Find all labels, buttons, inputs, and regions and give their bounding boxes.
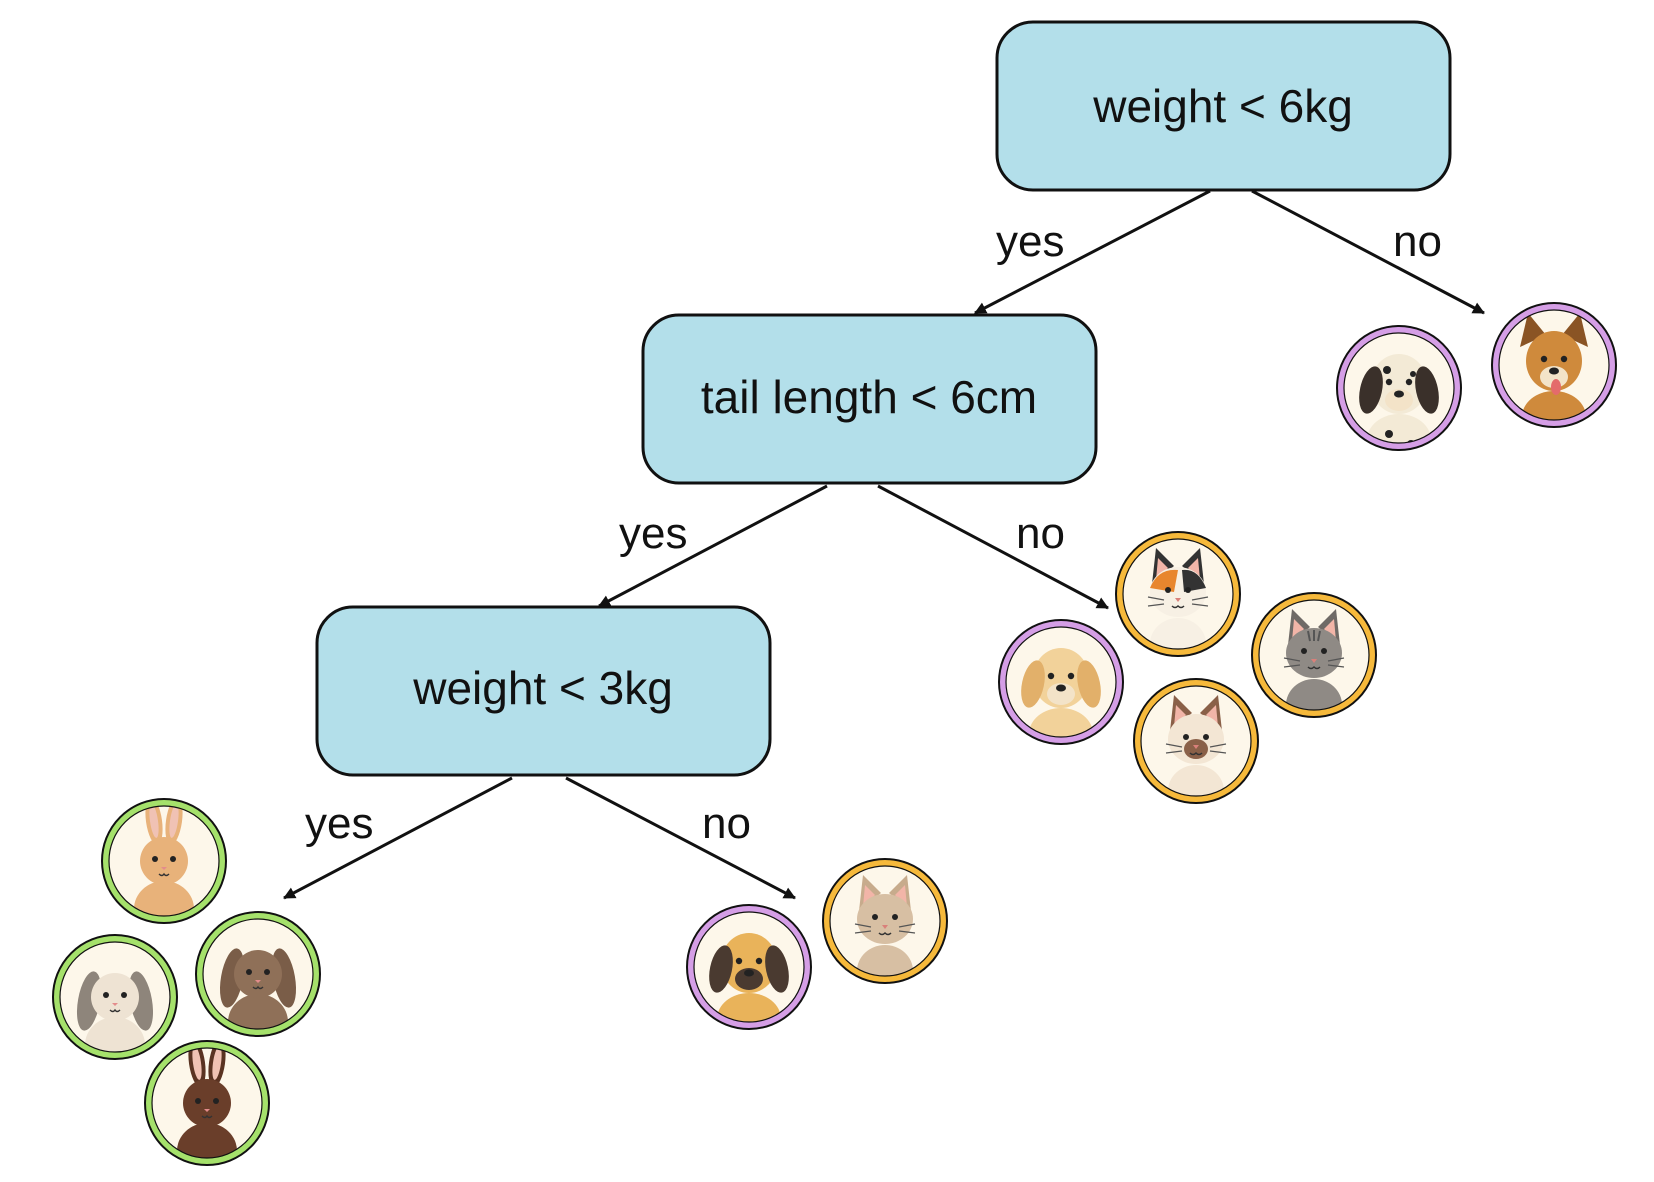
edge-label-tail-yes: yes <box>619 509 687 558</box>
edge-root-no <box>1251 189 1485 315</box>
beige-cat-icon <box>822 858 948 984</box>
edge-root-yes <box>974 189 1211 315</box>
edge-label-root-no: no <box>1393 217 1442 266</box>
edge-small-no <box>565 776 796 900</box>
spaniel-dog-icon <box>998 619 1124 745</box>
leaf-group-pug-cat <box>686 858 948 1030</box>
siamese-cat-icon <box>1133 678 1259 804</box>
node-root-label: weight < 6kg <box>1092 80 1353 132</box>
pug-dog-icon <box>686 904 812 1030</box>
leaf-group-mixed <box>998 531 1377 804</box>
tabby-cat-icon <box>1251 592 1377 718</box>
node-tail-length-label: tail length < 6cm <box>701 371 1037 423</box>
node-root: weight < 6kg <box>995 20 1452 192</box>
edge-tail-no <box>877 484 1109 610</box>
edge-small-yes <box>283 776 513 900</box>
shepherd-dog-icon <box>1491 302 1617 428</box>
leaf-group-big-dogs <box>1336 302 1617 451</box>
node-small-weight-label: weight < 3kg <box>412 662 673 714</box>
edge-label-small-yes: yes <box>305 799 373 848</box>
node-small-weight: weight < 3kg <box>315 605 772 777</box>
dark-rabbit-icon <box>144 1040 270 1166</box>
node-tail-length: tail length < 6cm <box>641 313 1098 485</box>
tan-rabbit-icon <box>101 798 227 924</box>
lop-rabbit-icon <box>52 934 178 1060</box>
edge-label-tail-no: no <box>1016 509 1065 558</box>
brown-lop-rabbit-icon <box>195 911 321 1037</box>
leaf-group-rabbits <box>52 798 321 1166</box>
calico-cat-icon <box>1115 531 1241 657</box>
dalmatian-icon <box>1336 325 1462 451</box>
edge-label-small-no: no <box>702 799 751 848</box>
edge-tail-yes <box>598 484 828 608</box>
edge-label-root-yes: yes <box>996 217 1064 266</box>
